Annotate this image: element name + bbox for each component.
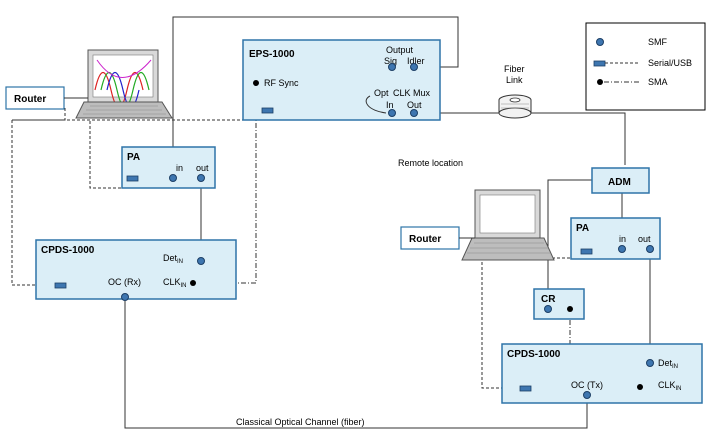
- in-label: In: [386, 100, 394, 110]
- svg-text:DetIN: DetIN: [163, 253, 183, 265]
- rf-sync-label: RF Sync: [264, 78, 299, 88]
- cr-label: CR: [541, 294, 556, 305]
- router-right: Router: [400, 226, 475, 250]
- pa-left-usb-port: [126, 175, 139, 182]
- cpds-left-box: CPDS-1000 DetIN CLKIN OC (Rx): [35, 239, 237, 301]
- legend-smf-icon: [596, 38, 604, 46]
- pa-left-out-port: [197, 174, 205, 182]
- legend-smf-label: SMF: [648, 37, 668, 47]
- cr-box: CR: [533, 288, 585, 320]
- legend-serial-label: Serial/USB: [648, 58, 692, 68]
- classical-channel-label: Classical Optical Channel (fiber): [236, 417, 365, 427]
- cpds-left-title: CPDS-1000: [41, 245, 95, 256]
- legend-sma-icon: [597, 79, 603, 85]
- adm-label: ADM: [608, 177, 631, 188]
- smf-idler-to-pa-in: [172, 16, 459, 175]
- pa-right-out-label: out: [638, 234, 651, 244]
- fiber-label-2: Link: [506, 75, 523, 85]
- cpds-left-usb-port: [54, 282, 67, 289]
- cpds-right-oc-label: OC (Tx): [571, 380, 603, 390]
- remote-location-label: Remote location: [398, 158, 463, 168]
- eps-title: EPS-1000: [249, 49, 295, 60]
- pa-right-in-port: [618, 245, 626, 253]
- router-left-label: Router: [14, 94, 46, 105]
- router-left: Router: [5, 86, 88, 110]
- smf-adm-to-cr: [547, 179, 604, 308]
- eps-usb-port: [261, 107, 274, 114]
- cr-out-port: [567, 306, 573, 312]
- fiber-label-1: Fiber: [504, 64, 525, 74]
- cpds-left-oc-label: OC (Rx): [108, 277, 141, 287]
- legend: SMF Serial/USB SMA: [585, 22, 706, 111]
- cpds-left-clk-label: CLK: [163, 277, 181, 287]
- idler-label: Idler: [407, 56, 425, 66]
- pa-left-in-label: in: [176, 163, 183, 173]
- pa-left-out-label: out: [196, 163, 209, 173]
- cpds-left-det-sub: IN: [177, 259, 183, 265]
- smf-classical-channel: [124, 300, 588, 429]
- sig-port: [388, 63, 396, 71]
- idler-port: [410, 63, 418, 71]
- svg-text:DetIN: DetIN: [658, 358, 678, 370]
- svg-text:CLKIN: CLKIN: [658, 380, 682, 392]
- cpds-right-det-port: [646, 359, 654, 367]
- cpds-right-det-label: Det: [658, 358, 673, 368]
- pa-left-box: PA in out: [121, 146, 216, 189]
- eps-1000-box: EPS-1000 RF Sync Output Sig Idler Opt CL…: [242, 39, 441, 121]
- cpds-left-clk-sub: IN: [181, 283, 187, 289]
- cpds-left-det-port: [197, 257, 205, 265]
- clk-mux-out-port: [410, 109, 418, 117]
- cpds-right-clk-port: [637, 384, 643, 390]
- pa-right-title: PA: [576, 223, 589, 234]
- pa-left-in-port: [169, 174, 177, 182]
- router-right-label: Router: [409, 234, 441, 245]
- cpds-right-clk-sub: IN: [676, 386, 682, 392]
- smf-eps-out-to-adm: [414, 112, 626, 165]
- cpds-left-clk-port: [190, 280, 196, 286]
- fiber-link: Fiber Link: [498, 64, 532, 119]
- laptop-left-icon: [75, 49, 173, 119]
- cpds-right-usb-port: [519, 385, 532, 392]
- cpds-right-clk-label: CLK: [658, 380, 676, 390]
- cr-in-port: [544, 305, 552, 313]
- pa-left-title: PA: [127, 152, 140, 163]
- adm-box: ADM: [591, 167, 650, 194]
- cpds-right-title: CPDS-1000: [507, 349, 561, 360]
- loopback-fiber: [365, 95, 387, 114]
- cpds-right-det-sub: IN: [672, 364, 678, 370]
- pa-right-in-label: in: [619, 234, 626, 244]
- cpds-left-det-label: Det: [163, 253, 178, 263]
- cpds-right-box: CPDS-1000 DetIN CLKIN OC (Tx): [501, 343, 703, 404]
- opt-label: Opt: [374, 88, 389, 98]
- sig-label: Sig: [384, 56, 397, 66]
- pa-right-box: PA in out: [570, 217, 661, 260]
- rf-sync-port: [253, 80, 259, 86]
- laptop-right-icon: [461, 189, 555, 261]
- cpds-left-oc-port: [121, 293, 129, 301]
- output-label: Output: [386, 45, 414, 55]
- legend-sma-label: SMA: [648, 77, 668, 87]
- out-label: Out: [407, 100, 422, 110]
- opt-in-port: [388, 109, 396, 117]
- clk-mux-label: CLK Mux: [393, 88, 431, 98]
- pa-right-out-port: [646, 245, 654, 253]
- legend-serial-icon: [593, 60, 606, 67]
- cpds-right-oc-port: [583, 391, 591, 399]
- svg-text:CLKIN: CLKIN: [163, 277, 187, 289]
- pa-right-usb-port: [580, 248, 593, 255]
